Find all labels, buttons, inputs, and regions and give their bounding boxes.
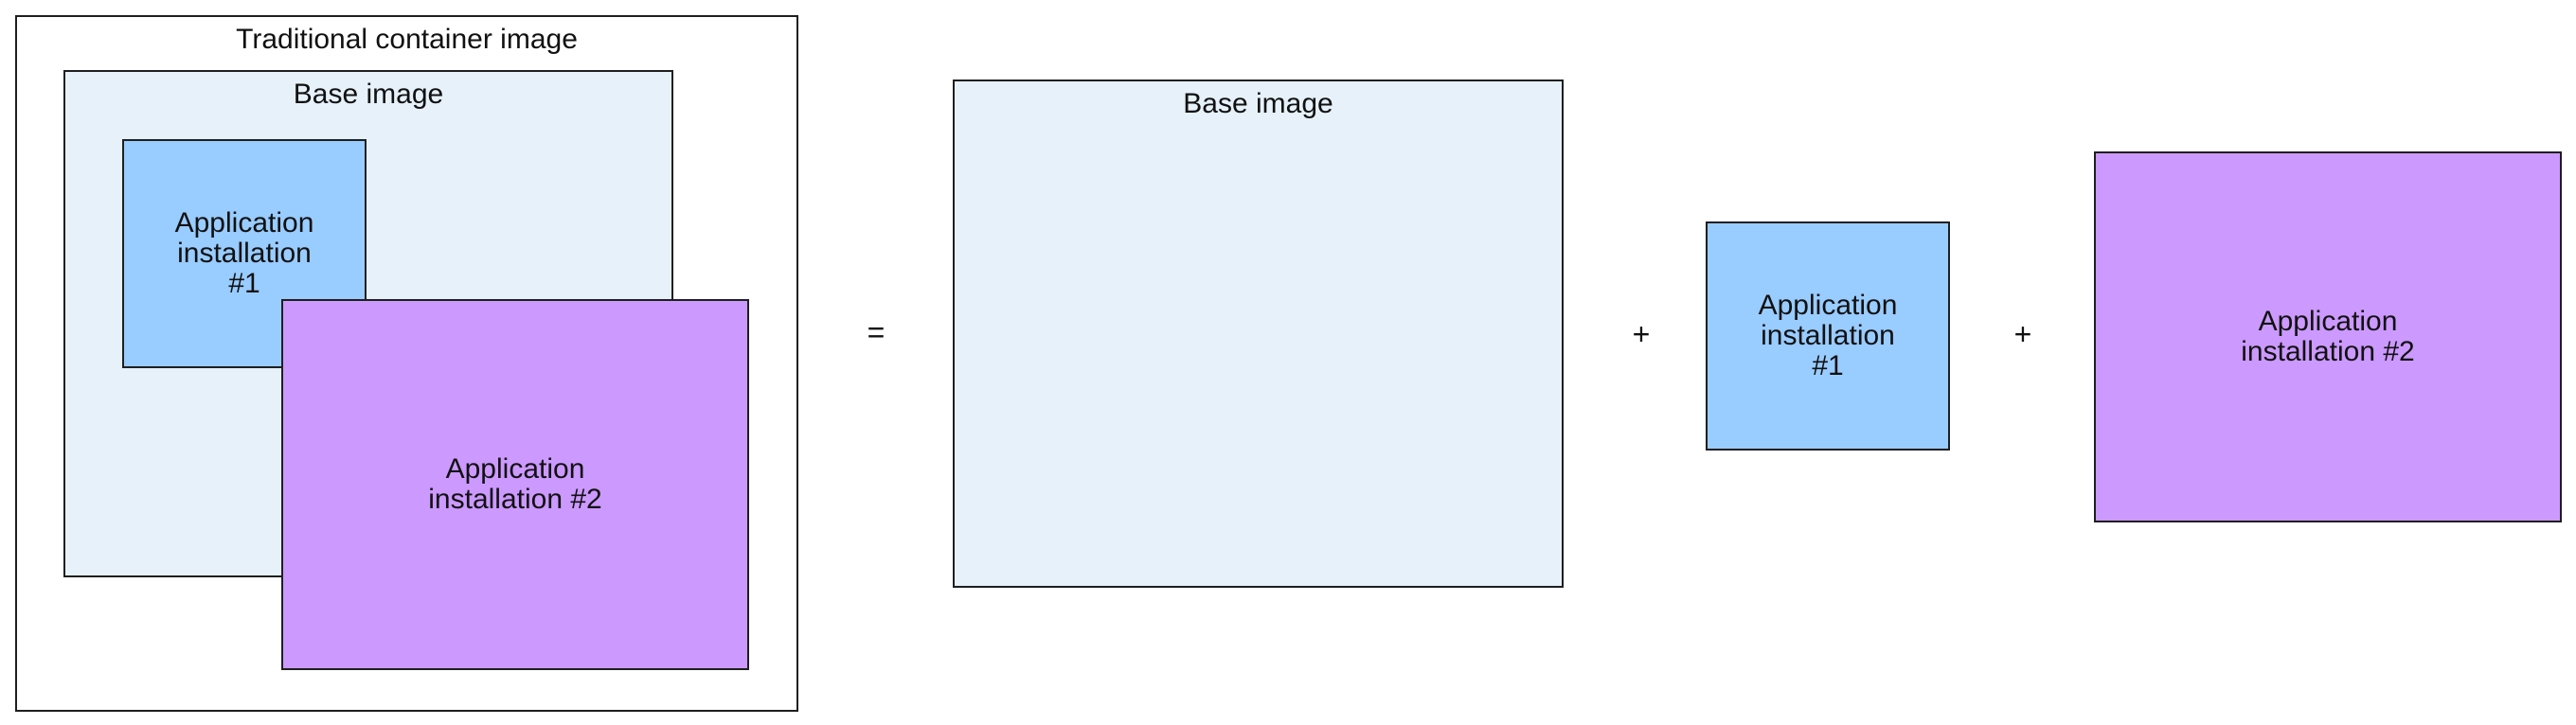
right-app-installation-2-label: Application installation #2 <box>2241 306 2415 367</box>
right-app-installation-1-label: Application installation #1 <box>1758 290 1898 381</box>
traditional-container-image-label: Traditional container image <box>236 24 578 55</box>
equals-sign: = <box>867 315 886 349</box>
left-app-installation-2-label: Application installation #2 <box>428 453 602 515</box>
right-app-installation-1-box: Application installation #1 <box>1706 221 1950 451</box>
left-app-installation-2-box: Application installation #2 <box>281 299 749 670</box>
plus-sign-1: + <box>1632 317 1651 351</box>
right-base-image-label: Base image <box>1183 88 1333 119</box>
left-app-installation-1-label: Application installation #1 <box>174 207 314 299</box>
plus-sign-2: + <box>2013 317 2032 351</box>
left-base-image-label: Base image <box>293 79 444 110</box>
right-app-installation-2-box: Application installation #2 <box>2094 151 2562 522</box>
right-base-image-box: Base image <box>953 80 1564 588</box>
